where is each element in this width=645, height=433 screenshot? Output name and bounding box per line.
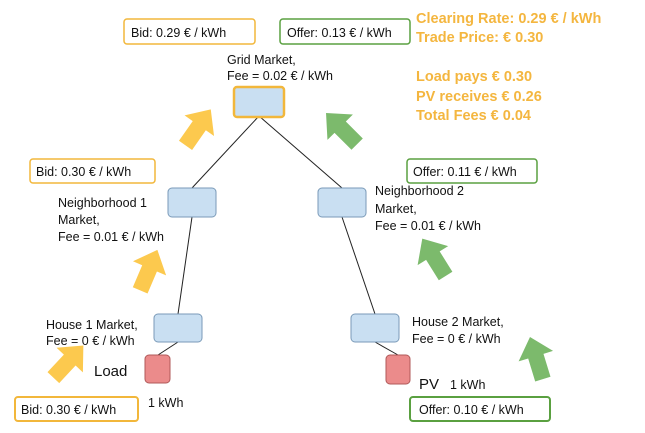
house2-market-node — [350, 313, 400, 343]
house2-label-line2: Fee = 0 € / kWh — [412, 332, 501, 346]
neighborhood1-label-line1: Neighborhood 1 — [58, 196, 147, 210]
grid-market-label-line1: Grid Market, — [227, 53, 296, 67]
trade-price-text: Trade Price: € 0.30 — [416, 30, 543, 46]
pv-energy-label: 1 kWh — [450, 378, 485, 392]
neighborhood1-market-node — [167, 187, 217, 218]
pv-offer-text: Offer: 0.10 € / kWh — [419, 403, 524, 417]
neighborhood2-market-node — [317, 187, 367, 218]
market-nodes — [153, 85, 400, 343]
load-pays-text: Load pays € 0.30 — [416, 69, 532, 85]
house1-label-line2: Fee = 0 € / kWh — [46, 334, 135, 348]
bid-arrow-icon — [132, 249, 167, 294]
line-grid-neighborhood2 — [258, 115, 343, 189]
line-neighborhood2-house2 — [341, 216, 376, 315]
line-grid-neighborhood1 — [191, 115, 260, 189]
house1-label-line1: House 1 Market, — [46, 318, 138, 332]
flow-arrows — [47, 109, 554, 384]
grid-offer-box — [279, 18, 411, 45]
pv-label: PV — [419, 376, 439, 393]
connection-lines — [157, 115, 399, 356]
neighborhood2-offer-text: Offer: 0.11 € / kWh — [413, 165, 517, 179]
load-label: Load — [94, 363, 127, 380]
pv-offer-box — [409, 396, 551, 422]
bid-arrow-icon — [178, 109, 215, 150]
neighborhood2-offer-box — [406, 158, 538, 184]
offer-arrow-icon — [326, 113, 363, 150]
neighborhood2-label-line3: Fee = 0.01 € / kWh — [375, 219, 481, 233]
grid-offer-text: Offer: 0.13 € / kWh — [287, 26, 392, 40]
grid-market-node — [232, 85, 286, 119]
offer-arrow-icon — [518, 337, 554, 382]
grid-bid-text: Bid: 0.29 € / kWh — [131, 26, 226, 40]
neighborhood1-label-line3: Fee = 0.01 € / kWh — [58, 230, 164, 244]
house1-market-node — [153, 313, 203, 343]
line-house1-load — [157, 341, 179, 356]
load-energy-label: 1 kWh — [148, 396, 183, 410]
clearing-rate-text: Clearing Rate: 0.29 € / kWh — [416, 11, 601, 27]
load-bid-text: Bid: 0.30 € / kWh — [21, 403, 116, 417]
grid-market-label-line2: Fee = 0.02 € / kWh — [227, 69, 333, 83]
neighborhood1-bid-text: Bid: 0.30 € / kWh — [36, 165, 131, 179]
neighborhood1-bid-box — [29, 158, 156, 184]
device-labels: Load 1 kWh PV 1 kWh — [94, 363, 485, 410]
summary-panel: Clearing Rate: 0.29 € / kWh Trade Price:… — [416, 11, 601, 124]
pv-device-node — [385, 354, 411, 385]
total-fees-text: Total Fees € 0.04 — [416, 108, 531, 124]
neighborhood2-label-line2: Market, — [375, 202, 417, 216]
line-neighborhood1-house1 — [177, 216, 193, 315]
device-nodes — [144, 354, 411, 385]
grid-bid-box — [123, 18, 256, 45]
market-labels: Grid Market, Fee = 0.02 € / kWh Neighbor… — [46, 53, 504, 348]
neighborhood1-label-line2: Market, — [58, 213, 100, 227]
line-house2-pv — [374, 341, 399, 356]
load-device-node — [144, 354, 171, 384]
load-bid-box — [14, 396, 139, 422]
bid-offer-boxes: Bid: 0.29 € / kWh Offer: 0.13 € / kWh Bi… — [14, 18, 551, 422]
pv-receives-text: PV receives € 0.26 — [416, 89, 542, 105]
neighborhood2-label-line1: Neighborhood 2 — [375, 184, 464, 198]
offer-arrow-icon — [417, 238, 453, 281]
house2-label-line1: House 2 Market, — [412, 315, 504, 329]
bid-arrow-icon — [47, 345, 84, 384]
